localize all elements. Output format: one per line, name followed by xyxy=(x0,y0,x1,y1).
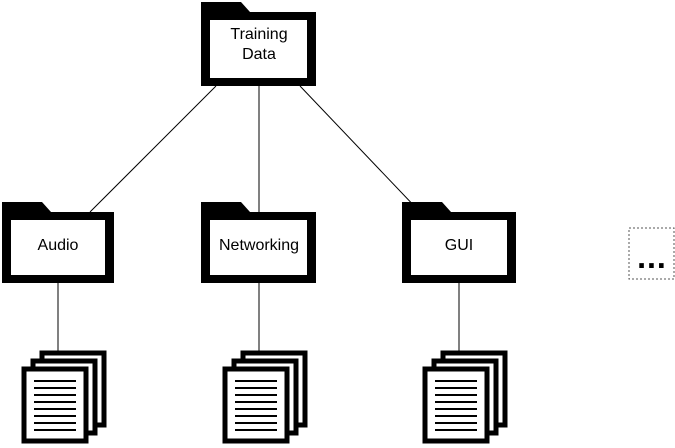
root-folder-label-line2: Data xyxy=(242,46,276,63)
files-networking[interactable] xyxy=(222,350,308,444)
folder-icon xyxy=(201,2,316,86)
files-gui[interactable] xyxy=(422,350,508,444)
document-stack-icon xyxy=(422,350,508,444)
root-folder-label-line1: Training xyxy=(230,26,287,43)
edge-root-gui xyxy=(299,85,421,213)
folder-networking-label: Networking xyxy=(219,237,299,254)
folder-icon xyxy=(201,202,316,283)
more-folders-label: ... xyxy=(637,245,667,275)
folder-gui[interactable]: GUI xyxy=(402,202,516,283)
file-stacks xyxy=(21,350,508,444)
folder-audio-label: Audio xyxy=(38,237,79,254)
folder-networking[interactable]: Networking xyxy=(201,202,316,283)
folder-audio[interactable]: Audio xyxy=(2,202,114,283)
files-audio[interactable] xyxy=(21,350,107,444)
document-stack-icon xyxy=(222,350,308,444)
folder-gui-label: GUI xyxy=(445,237,473,254)
root-folder[interactable]: Training Data xyxy=(201,2,316,86)
document-stack-icon xyxy=(21,350,107,444)
more-folders-indicator[interactable]: ... xyxy=(628,227,675,280)
folder-icon xyxy=(2,202,114,283)
folder-icon xyxy=(402,202,516,283)
connectors xyxy=(57,85,460,365)
edge-root-audio xyxy=(89,85,217,213)
